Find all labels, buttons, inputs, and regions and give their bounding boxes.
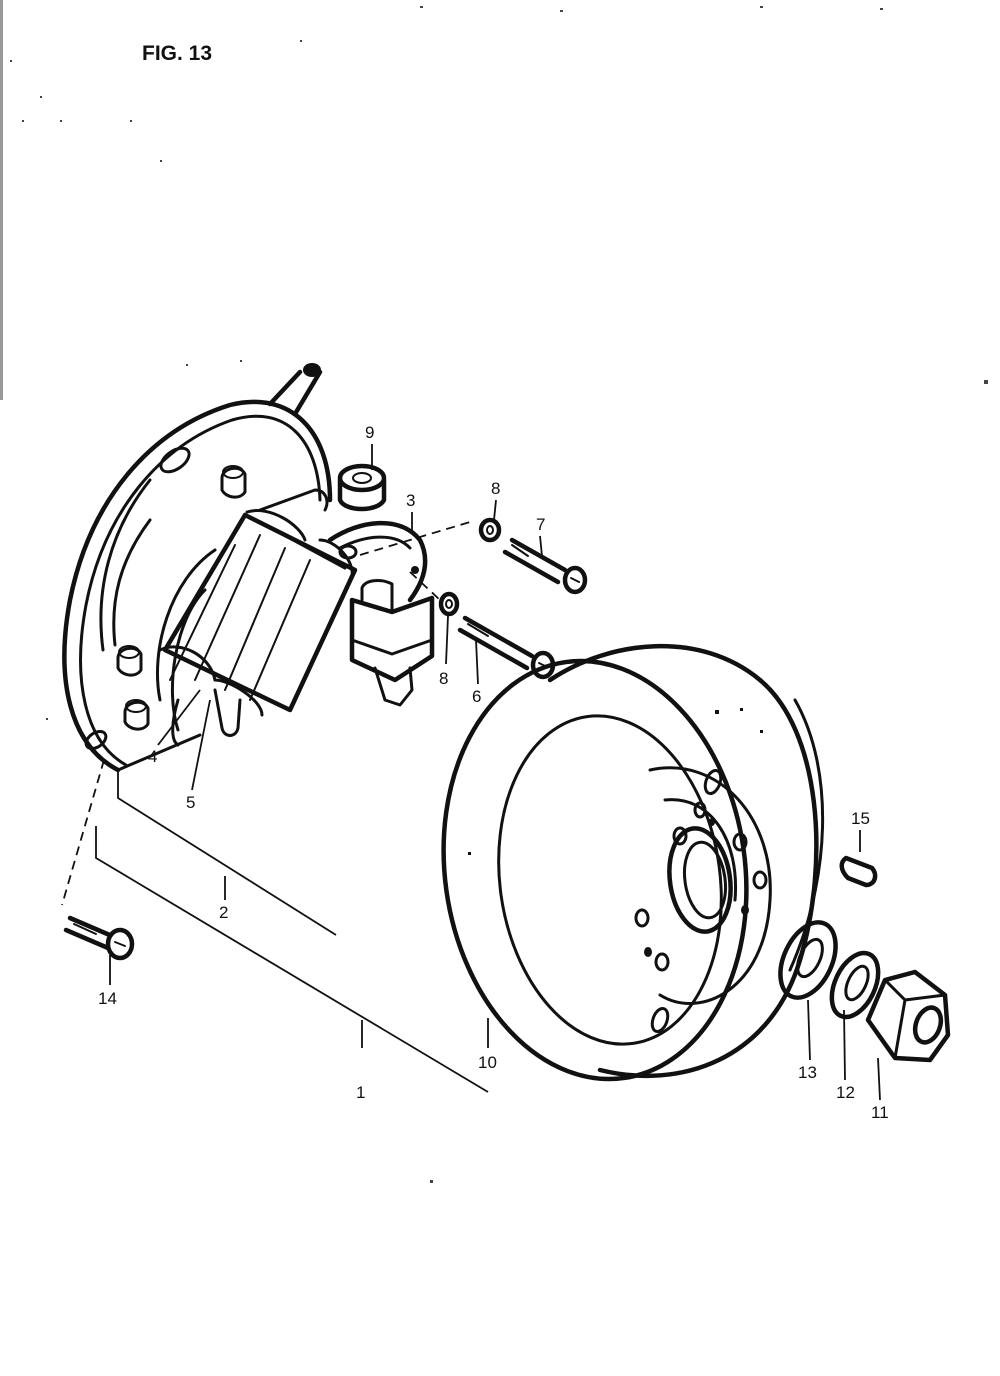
callout-2: 2 <box>219 903 228 922</box>
flywheel-rotor <box>441 644 825 1082</box>
callout-13: 13 <box>798 1063 817 1082</box>
callout-1: 1 <box>356 1083 365 1102</box>
callout-4: 4 <box>148 747 157 766</box>
assembly-guide-lines <box>61 521 471 906</box>
callout-labels: 1 2 3 4 5 6 7 8 8 9 10 11 12 13 14 15 <box>98 423 889 1122</box>
coil-assembly <box>158 488 358 747</box>
wire-lead <box>267 363 323 417</box>
sleeve-collar <box>337 463 387 512</box>
screw-upper <box>502 537 588 595</box>
callout-6: 6 <box>472 687 481 706</box>
washer-upper <box>478 517 502 543</box>
stator-base-plate <box>62 399 333 773</box>
callout-3: 3 <box>406 491 415 510</box>
callout-7: 7 <box>536 515 545 534</box>
callout-10: 10 <box>478 1053 497 1072</box>
figure-title: FIG. 13 <box>142 42 212 65</box>
lock-washer <box>829 950 881 1020</box>
callout-8-lower: 8 <box>439 669 448 688</box>
callout-15: 15 <box>851 809 870 828</box>
hex-nut <box>865 969 951 1063</box>
flat-washer <box>778 920 838 1000</box>
callout-12: 12 <box>836 1083 855 1102</box>
callout-14: 14 <box>98 989 117 1008</box>
pulser-coil <box>327 520 435 707</box>
woodruff-key <box>839 855 878 888</box>
screw-mounting <box>63 915 135 961</box>
scan-noise <box>0 0 988 1183</box>
washer-lower <box>438 591 460 617</box>
callout-9: 9 <box>365 423 374 442</box>
callout-11: 11 <box>871 1103 889 1122</box>
callout-8-upper: 8 <box>491 479 500 498</box>
leader-lines <box>95 444 881 1101</box>
callout-5: 5 <box>186 793 195 812</box>
